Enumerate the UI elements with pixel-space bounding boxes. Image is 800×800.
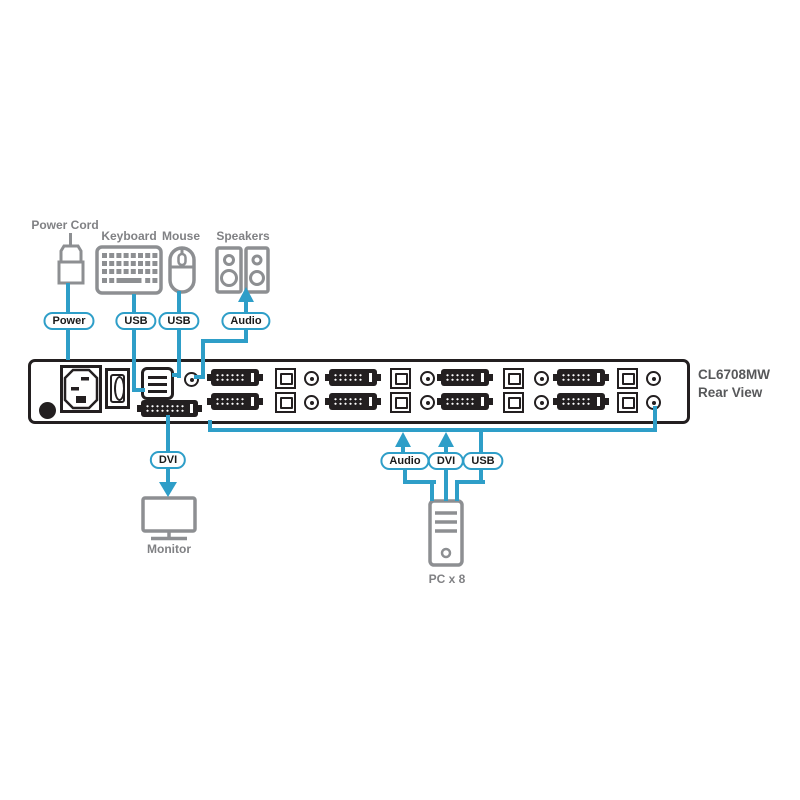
- kvm-dvi-port: [207, 393, 263, 410]
- speakers-label: Speakers: [216, 229, 270, 243]
- kvm-switch-rear-panel: [28, 359, 690, 424]
- pc-usb-cable-stem: [479, 430, 483, 454]
- power-cord-label: Power Cord: [31, 218, 99, 232]
- kvm-dvi-port: [207, 369, 263, 386]
- power-switch: [105, 368, 130, 409]
- audio-pill-speakers: Audio: [221, 312, 271, 330]
- pc-dvi-up-arrow-icon: [438, 432, 454, 447]
- monitor-down-arrow-icon: [159, 482, 177, 497]
- pc-audio-up-arrow-icon: [395, 432, 411, 447]
- kvm-dvi-port: [325, 369, 381, 386]
- pc-dvi-cable-stem: [444, 445, 448, 454]
- rear-view-label: Rear View: [698, 385, 763, 400]
- pc-dvi-cable-in: [444, 469, 448, 501]
- pc-audio-cable-h: [403, 480, 436, 484]
- usb-pill-mouse: USB: [158, 312, 200, 330]
- power-pill: Power: [43, 312, 95, 330]
- monitor-label: Monitor: [147, 542, 191, 556]
- speaker-audio-cable-stem: [244, 301, 248, 313]
- kvm-usb-b-port: [503, 368, 524, 389]
- kvm-dvi-port: [437, 369, 493, 386]
- kvm-audio-jack: [420, 371, 435, 386]
- kvm-audio-jack: [534, 371, 549, 386]
- audio-cable-h1: [201, 339, 248, 343]
- pc-usb-cable-in: [455, 480, 459, 501]
- kvm-audio-jack: [420, 395, 435, 410]
- kvm-audio-jack: [646, 371, 661, 386]
- kvm-dvi-port: [325, 393, 381, 410]
- pc-audio-cable-v: [403, 469, 407, 484]
- kvm-usb-b-port: [275, 368, 296, 389]
- audio-pill-pc: Audio: [380, 452, 430, 470]
- usb-pill-keyboard: USB: [115, 312, 157, 330]
- power-cord-icon: [57, 244, 85, 285]
- dvi-pill-monitor: DVI: [149, 451, 187, 469]
- kvm-dvi-port: [553, 369, 609, 386]
- power-cord-cable: [69, 233, 72, 245]
- audio-cable-v2: [201, 339, 205, 379]
- kvm-usb-b-port: [390, 392, 411, 413]
- kvm-usb-b-port: [390, 368, 411, 389]
- mouse-usb-cable: [177, 291, 181, 378]
- audio-cable-v1: [244, 328, 248, 341]
- kvm-usb-b-port: [617, 368, 638, 389]
- dvi-pill-pc: DVI: [427, 452, 465, 470]
- monitor-icon: [141, 496, 197, 541]
- kvm-audio-jack: [534, 395, 549, 410]
- console-usb-ports: [141, 367, 174, 400]
- device-model-label: CL6708MW: [698, 367, 771, 382]
- mouse-usb-cable-bend: [172, 373, 181, 377]
- usb-pill-pc: USB: [462, 452, 504, 470]
- pc-usb-cable-v: [479, 469, 483, 484]
- power-inlet-port: [60, 365, 102, 413]
- kvm-usb-b-port: [275, 392, 296, 413]
- kvm-audio-jack: [304, 395, 319, 410]
- pc-usb-cable-h: [455, 480, 485, 484]
- pc-bracket-bar: [208, 428, 657, 432]
- keyboard-usb-cable: [132, 294, 136, 392]
- kvm-usb-b-port: [503, 392, 524, 413]
- kvm-dvi-port: [437, 393, 493, 410]
- mouse-label: Mouse: [161, 229, 201, 243]
- monitor-dvi-cable: [166, 415, 170, 455]
- grounding-screw: [39, 402, 56, 419]
- kvm-dvi-port: [553, 393, 609, 410]
- keyboard-label: Keyboard: [101, 229, 157, 243]
- audio-cable-h2: [194, 375, 205, 379]
- pc-audio-cable-stem: [401, 445, 405, 454]
- pc-bracket-left: [208, 420, 212, 432]
- keyboard-usb-cable-bend: [132, 388, 145, 392]
- pc-bracket-right: [653, 406, 657, 432]
- mouse-icon: [168, 246, 196, 294]
- kvm-audio-jack: [304, 371, 319, 386]
- pc-audio-cable-in: [430, 480, 434, 501]
- console-dvi-port: [137, 400, 202, 417]
- audio-up-arrow-icon: [238, 287, 254, 302]
- keyboard-icon: [95, 245, 163, 295]
- pc-label: PC x 8: [428, 572, 466, 586]
- speakers-icon: [215, 246, 270, 294]
- kvm-usb-b-port: [617, 392, 638, 413]
- pc-tower-icon: [428, 499, 464, 567]
- monitor-dvi-cable-stem: [166, 467, 170, 483]
